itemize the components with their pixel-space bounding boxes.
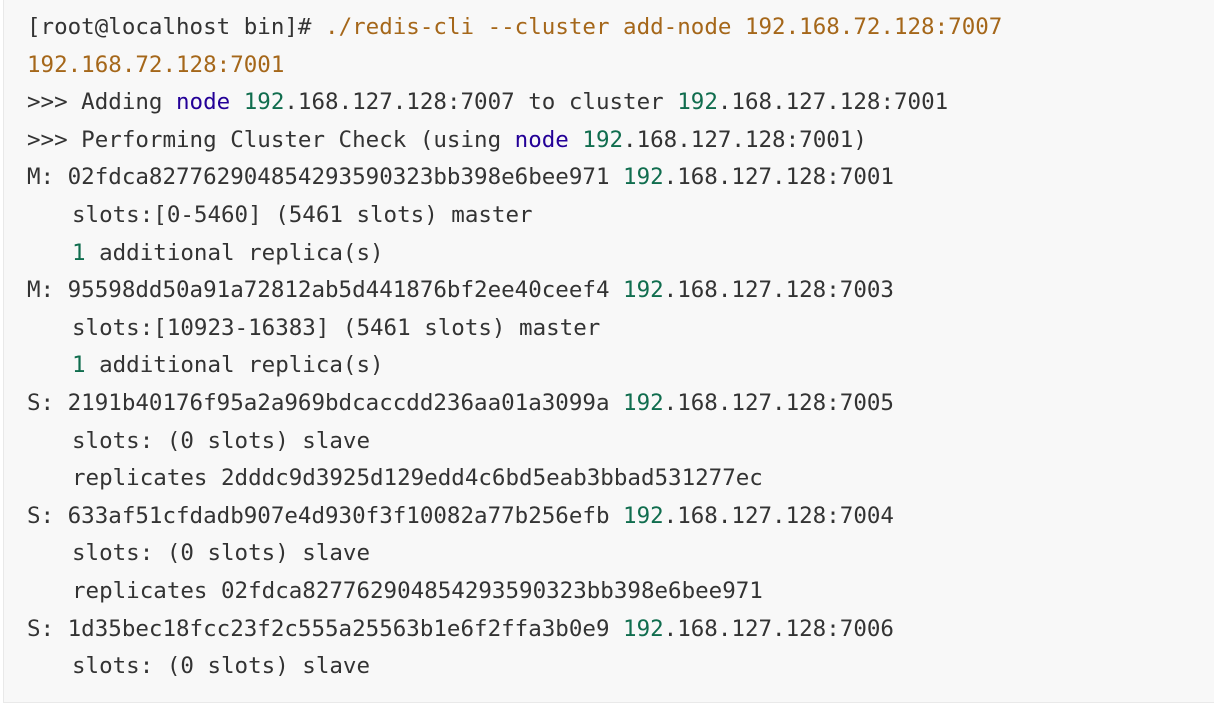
ip-number: 192 <box>623 502 664 529</box>
slots-line: slots: (0 slots) slave <box>72 653 371 680</box>
node-id: M: 02fdca827762904854293590323bb398e6bee… <box>27 164 624 191</box>
replica-count: 1 <box>72 352 86 379</box>
replicates-line: replicates 02fdca827762904854293590323bb… <box>72 577 763 604</box>
shell-prompt: [root@localhost bin]# <box>27 14 312 40</box>
command-line: [root@localhost bin]# ./redis-cli --clus… <box>27 9 1214 47</box>
ip-rest: .168.127.128:7001 <box>663 164 894 191</box>
adding-mid: to cluster <box>514 89 678 116</box>
node-line: M: 02fdca827762904854293590323bb398e6bee… <box>27 159 1214 197</box>
ip-number: 192 <box>623 164 664 191</box>
ip-rest: .168.127.128:7001 <box>717 89 949 116</box>
ip-rest: .168.127.128:7006 <box>663 615 894 642</box>
replica-text: additional replica(s) <box>85 352 384 379</box>
replicates-line: replicates 2dddc9d3925d129edd4c6bd5eab3b… <box>72 465 763 492</box>
slots-line: slots:[0-5460] (5461 slots) master <box>72 201 533 228</box>
ip-number: 192 <box>623 277 664 304</box>
node-id: S: 633af51cfdadb907e4d930f3f10082a77b256… <box>27 502 624 529</box>
cluster-check-line: >>> Performing Cluster Check (using node… <box>27 122 1214 160</box>
node-id: M: 95598dd50a91a72812ab5d441876bf2ee40ce… <box>27 277 624 304</box>
node-keyword: node <box>176 89 231 116</box>
terminal-output: [root@localhost bin]# ./redis-cli --clus… <box>4 0 1214 686</box>
ip-rest: .168.127.128:7004 <box>663 502 894 529</box>
ip-rest: .168.127.128:7001) <box>623 126 867 153</box>
command-line-continued: 192.168.72.128:7001 <box>27 47 1214 85</box>
ip-rest: .168.127.128:7003 <box>663 277 894 304</box>
slots-line: slots:[10923-16383] (5461 slots) master <box>72 314 601 341</box>
node-id: S: 1d35bec18fcc23f2c555a25563b1e6f2ffa3b… <box>27 615 624 642</box>
adding-prefix: >>> Adding <box>27 89 177 116</box>
code-block: [root@localhost bin]# ./redis-cli --clus… <box>3 0 1214 703</box>
replica-line: 1 additional replica(s) <box>27 347 1214 385</box>
command-text: ./redis-cli --cluster add-node 192.168.7… <box>311 14 1003 40</box>
replica-count: 1 <box>72 239 86 266</box>
ip-number: 192 <box>623 389 664 416</box>
node-line: M: 95598dd50a91a72812ab5d441876bf2ee40ce… <box>27 272 1214 310</box>
slots-line: slots: (0 slots) slave <box>72 540 371 567</box>
command-text-continued: 192.168.72.128:7001 <box>27 51 285 78</box>
node-line: S: 2191b40176f95a2a969bdcaccdd236aa01a30… <box>27 385 1214 423</box>
node-line: S: 633af51cfdadb907e4d930f3f10082a77b256… <box>27 498 1214 536</box>
ip-rest: .168.127.128:7007 <box>284 89 515 116</box>
ip-number: 192 <box>623 615 664 642</box>
slots-line: slots: (0 slots) slave <box>72 427 371 454</box>
space <box>230 89 244 115</box>
replica-line: 1 additional replica(s) <box>27 235 1214 273</box>
adding-node-line: >>> Adding node 192.168.127.128:7007 to … <box>27 84 1214 122</box>
ip-rest: .168.127.128:7005 <box>663 389 894 416</box>
ip-number: 192 <box>243 89 285 116</box>
node-id: S: 2191b40176f95a2a969bdcaccdd236aa01a30… <box>27 389 624 416</box>
ip-number: 192 <box>677 89 718 116</box>
node-line: S: 1d35bec18fcc23f2c555a25563b1e6f2ffa3b… <box>27 611 1214 649</box>
replica-text: additional replica(s) <box>85 239 384 266</box>
node-keyword: node <box>514 126 569 153</box>
check-prefix: >>> Performing Cluster Check (using <box>27 126 515 153</box>
ip-number: 192 <box>582 126 624 153</box>
space <box>569 127 583 153</box>
